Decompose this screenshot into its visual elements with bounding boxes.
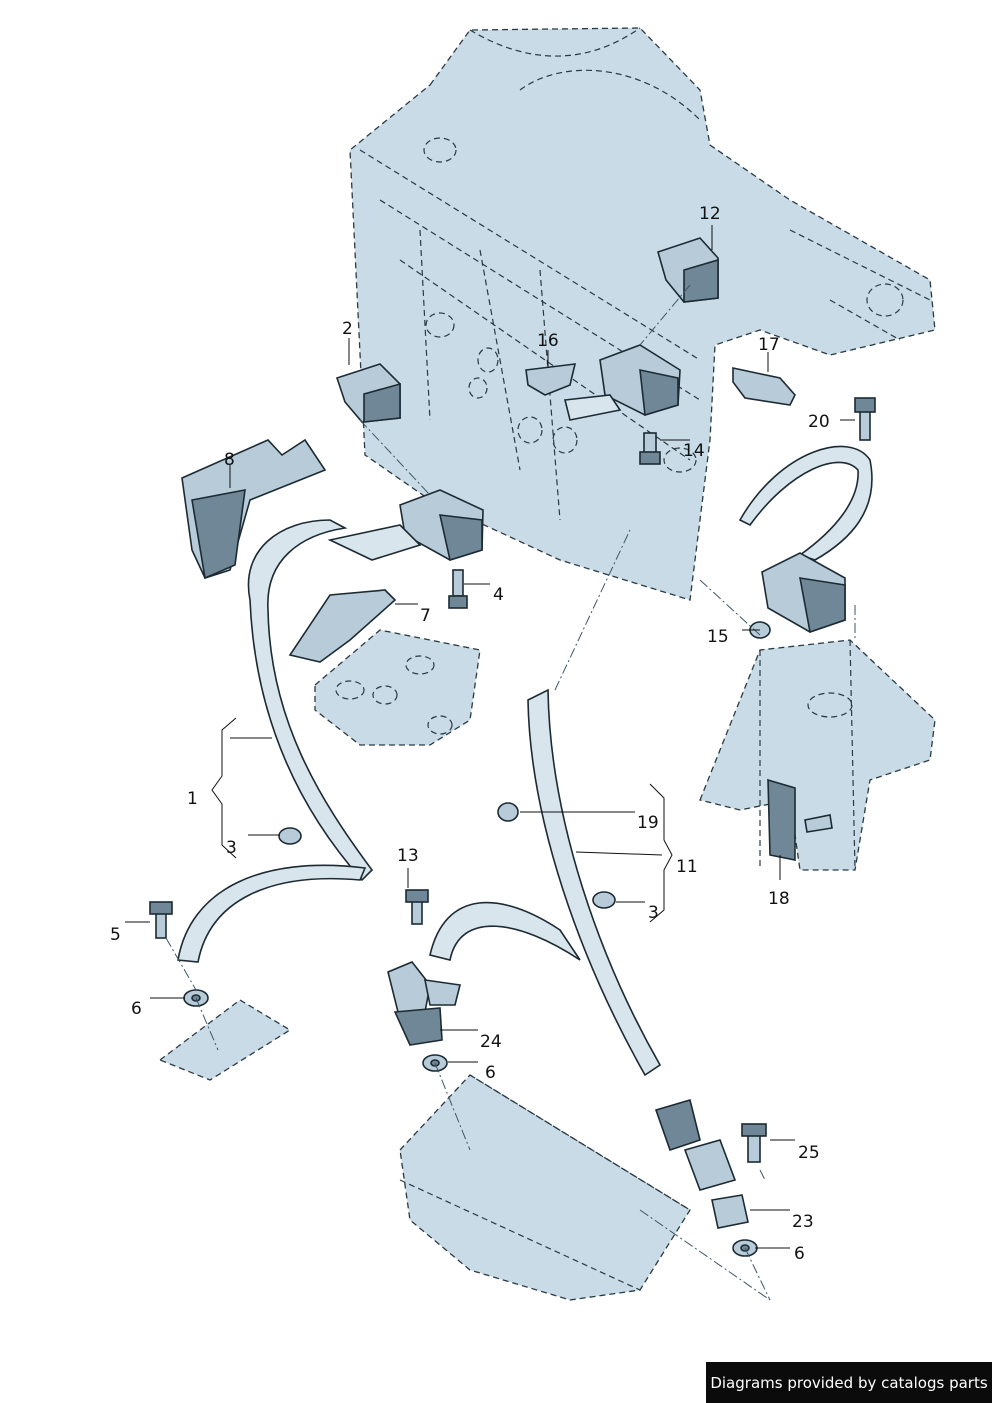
belt-retractor-left — [327, 489, 484, 562]
part-17-switch — [732, 367, 796, 406]
callout-4: 4 — [493, 585, 504, 605]
callout-18: 18 — [768, 889, 790, 909]
part-14-bolt — [639, 432, 661, 465]
part-16-trim-piece — [525, 363, 577, 396]
part-3-stop-button-center — [592, 891, 616, 909]
floor-strip-left — [158, 999, 292, 1081]
assembly-guide-lines — [165, 284, 856, 1301]
part-4-bolt — [448, 569, 468, 609]
callout-11: 11 — [676, 857, 698, 877]
floor-section-lower — [399, 1074, 691, 1301]
belt-retractor-upper — [564, 344, 681, 421]
callout-23: 23 — [792, 1212, 814, 1232]
callout-19: 19 — [637, 813, 659, 833]
part-5-bolt — [149, 901, 173, 939]
footer-credit-text: Diagrams provided by catalogs parts — [710, 1373, 988, 1392]
part-7-belt-guide — [288, 589, 397, 663]
callout-5: 5 — [110, 925, 121, 945]
callout-1: 1 — [187, 789, 198, 809]
callout-17: 17 — [758, 335, 780, 355]
callout-8: 8 — [224, 450, 235, 470]
part-1-seat-belt — [177, 519, 374, 963]
callout-15: 15 — [707, 627, 729, 647]
part-11-seat-belt — [429, 688, 662, 1077]
callout-16: 16 — [537, 331, 559, 351]
callout-12: 12 — [699, 204, 721, 224]
callout-13: 13 — [397, 846, 419, 866]
part-18-plate — [767, 778, 833, 861]
part-2-cover-cap — [335, 363, 401, 423]
callout-24: 24 — [480, 1032, 502, 1052]
part-20-bolt — [854, 397, 876, 441]
callout-6-center: 6 — [485, 1063, 496, 1083]
callout-6-left: 6 — [131, 999, 142, 1019]
right-side-body-section — [699, 639, 936, 871]
part-3-stop-button-left — [278, 827, 302, 845]
part-25-bolt — [741, 1123, 767, 1163]
callout-6-right: 6 — [794, 1244, 805, 1264]
part-13-bolt — [405, 889, 429, 925]
callout-25: 25 — [798, 1143, 820, 1163]
part-8-trim-panel — [181, 438, 327, 580]
callout-labels: 2 8 16 12 17 4 7 1 3 5 6 15 20 14 13 19 … — [110, 204, 830, 1264]
part-23-buckle — [654, 1098, 749, 1229]
part-19-button — [497, 802, 519, 822]
part-24-buckle — [387, 961, 461, 1046]
leader-lines — [125, 225, 855, 1249]
lower-left-anchor-plate — [314, 629, 481, 746]
callout-3-center: 3 — [648, 903, 659, 923]
footer-credit-badge: Diagrams provided by catalogs parts — [706, 1362, 992, 1403]
rear-shelf-panel — [349, 27, 936, 601]
callout-2: 2 — [342, 319, 353, 339]
part-12-cover-cap — [657, 237, 719, 303]
callout-3-left: 3 — [226, 838, 237, 858]
callout-20: 20 — [808, 412, 830, 432]
callout-7: 7 — [420, 606, 431, 626]
belt-retractor-right — [738, 445, 873, 634]
callout-14: 14 — [683, 441, 705, 461]
